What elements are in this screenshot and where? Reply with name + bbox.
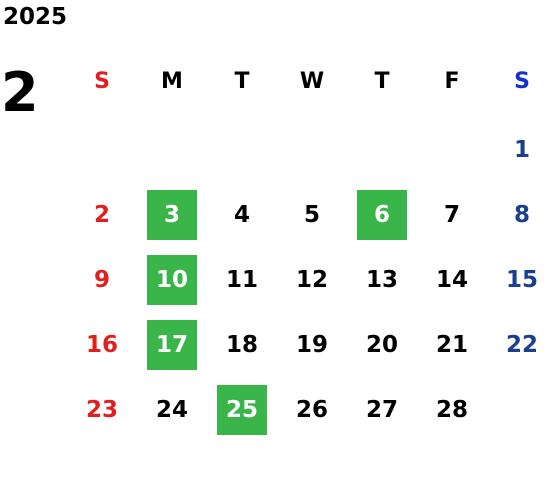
day-number	[287, 125, 337, 175]
calendar-week: 1	[67, 125, 548, 190]
day-number: 22	[505, 332, 538, 358]
day-number: 26	[295, 397, 328, 423]
day-number: 16	[85, 332, 118, 358]
calendar-day: 22	[487, 320, 548, 385]
day-number: 12	[295, 267, 328, 293]
calendar-day: 16	[67, 320, 137, 385]
calendar-day: 11	[207, 255, 277, 320]
weekday-friday: F	[444, 69, 460, 94]
day-number: 15	[505, 267, 538, 293]
calendar-day: 21	[417, 320, 487, 385]
calendar-day: 23	[67, 385, 137, 450]
year-label: 2025	[3, 4, 68, 30]
day-number	[217, 125, 267, 175]
calendar-grid: 1 2 3 4 5 6 7 8 9 10 11 12 13 14 15 16 1…	[67, 125, 548, 450]
day-number: 23	[85, 397, 118, 423]
calendar-day: 24	[137, 385, 207, 450]
day-number	[427, 125, 477, 175]
day-number: 9	[93, 267, 110, 293]
calendar-week: 23 24 25 26 27 28	[67, 385, 548, 450]
calendar-day: 28	[417, 385, 487, 450]
calendar-day: 1	[487, 125, 548, 190]
calendar-day: 9	[67, 255, 137, 320]
day-number: 11	[225, 267, 258, 293]
month-label: 2	[1, 61, 39, 124]
day-number: 24	[155, 397, 188, 423]
calendar-day: 20	[347, 320, 417, 385]
day-number: 25	[217, 385, 267, 435]
calendar-day: 7	[417, 190, 487, 255]
calendar-day: 26	[277, 385, 347, 450]
weekday-thursday: T	[374, 69, 390, 94]
calendar-day: 5	[277, 190, 347, 255]
calendar-day: 19	[277, 320, 347, 385]
day-number: 8	[513, 202, 530, 228]
weekday-sunday: S	[94, 69, 110, 94]
day-number: 6	[357, 190, 407, 240]
calendar-day-highlighted: 10	[137, 255, 207, 320]
calendar-day: 12	[277, 255, 347, 320]
calendar-day: 2	[67, 190, 137, 255]
calendar-day-highlighted: 17	[137, 320, 207, 385]
calendar-day	[137, 125, 207, 190]
day-number	[357, 125, 407, 175]
calendar-week: 2 3 4 5 6 7 8	[67, 190, 548, 255]
calendar-day	[207, 125, 277, 190]
calendar-day: 8	[487, 190, 548, 255]
weekday-wednesday: W	[299, 69, 325, 94]
day-number: 17	[147, 320, 197, 370]
calendar-day: 18	[207, 320, 277, 385]
calendar-day-highlighted: 3	[137, 190, 207, 255]
day-number: 10	[147, 255, 197, 305]
calendar-week: 9 10 11 12 13 14 15	[67, 255, 548, 320]
weekday-tuesday: T	[234, 69, 250, 94]
day-number: 2	[93, 202, 110, 228]
weekday-header: S M T W T F S	[67, 62, 548, 102]
day-number: 18	[225, 332, 258, 358]
day-number: 19	[295, 332, 328, 358]
day-number: 20	[365, 332, 398, 358]
day-number	[77, 125, 127, 175]
day-number: 14	[435, 267, 468, 293]
day-number: 21	[435, 332, 468, 358]
day-number: 28	[435, 397, 468, 423]
calendar-day	[67, 125, 137, 190]
day-number: 7	[443, 202, 460, 228]
day-number: 13	[365, 267, 398, 293]
calendar-day	[487, 385, 548, 450]
day-number: 3	[147, 190, 197, 240]
day-number	[497, 385, 547, 435]
weekday-monday: M	[161, 69, 183, 94]
day-number: 27	[365, 397, 398, 423]
calendar-day	[417, 125, 487, 190]
calendar-day: 14	[417, 255, 487, 320]
day-number: 4	[233, 202, 250, 228]
day-number	[147, 125, 197, 175]
calendar-day: 27	[347, 385, 417, 450]
calendar-day: 15	[487, 255, 548, 320]
day-number: 5	[303, 202, 320, 228]
calendar-day-highlighted: 6	[347, 190, 417, 255]
calendar-day	[277, 125, 347, 190]
calendar-week: 16 17 18 19 20 21 22	[67, 320, 548, 385]
calendar-day: 13	[347, 255, 417, 320]
day-number: 1	[513, 137, 530, 163]
calendar-day-highlighted: 25	[207, 385, 277, 450]
calendar-day	[347, 125, 417, 190]
calendar-day: 4	[207, 190, 277, 255]
weekday-saturday: S	[514, 69, 530, 94]
